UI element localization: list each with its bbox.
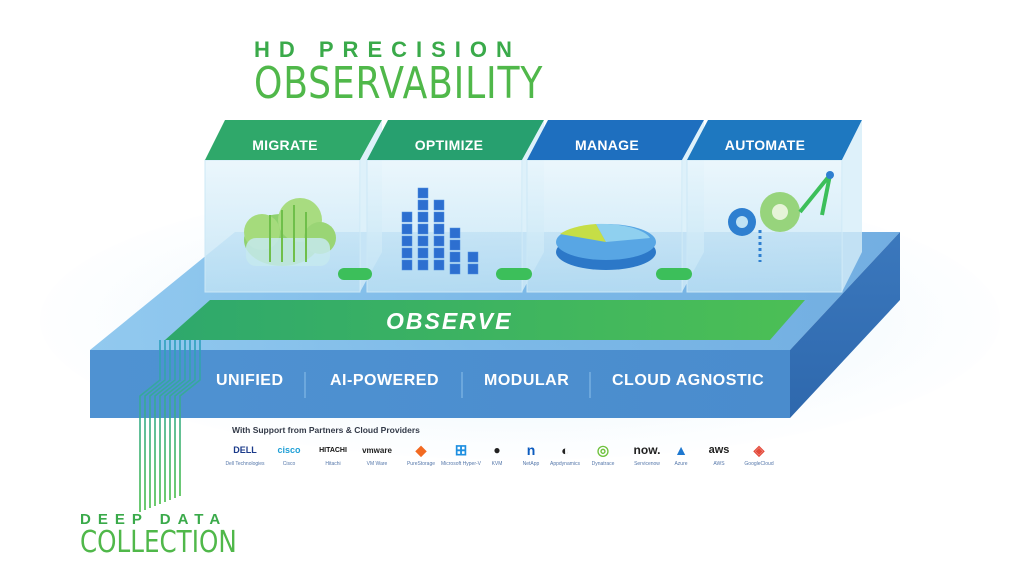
partner-hyperv: ⊞ Microsoft Hyper-V [438, 440, 484, 467]
platform-side-face [790, 232, 900, 418]
partner-servicenow: now. Servicenow [624, 440, 670, 467]
aws-logo: aws [708, 444, 730, 456]
partner-name: PureStorage [406, 461, 436, 467]
partner-googlecloud: ◈ GoogleCloud [736, 440, 782, 468]
partner-name: AWS [713, 461, 725, 467]
partner-name: Cisco [282, 461, 296, 467]
googlecloud-logo: ◈ [753, 441, 765, 458]
partner-name: NetApp [522, 461, 540, 467]
observe-label: OBSERVE [386, 308, 513, 334]
netapp-logo: n [526, 442, 536, 458]
partner-name: Microsoft Hyper-V [440, 461, 481, 467]
kvm-logo: ● [493, 443, 501, 457]
partner-name: Dell Technologies [225, 461, 265, 467]
connector-1 [338, 268, 372, 280]
partner-name: Servicenow [634, 461, 660, 467]
partner-cisco: cisco Cisco [266, 440, 312, 467]
cloud-icon [244, 198, 336, 266]
partner-name: Azure [674, 461, 688, 467]
data-wires [139, 340, 201, 512]
partner-appdynamics: ◐ Appdynamics [542, 440, 588, 468]
partner-name: Appdynamics [549, 461, 580, 467]
partner-name: KVM [491, 461, 503, 467]
azure-logo: ▲ [674, 442, 688, 458]
partner-vmware: vmware VM Ware [354, 440, 400, 468]
platform-front-face [90, 350, 790, 418]
partner-azure: ▲ Azure [658, 440, 704, 467]
collection-label: COLLECTION [80, 525, 237, 560]
partner-name: VM Ware [366, 461, 388, 467]
box-optimize [366, 120, 544, 293]
pie-chart-icon [556, 223, 656, 270]
box-label-optimize: OPTIMIZE [414, 137, 484, 153]
vmware-logo: vmware [362, 445, 392, 455]
purestorage-logo: ◆ [415, 441, 427, 458]
observe-band [165, 300, 805, 340]
dynatrace-logo: ◎ [596, 441, 610, 458]
partner-netapp: n NetApp [508, 440, 554, 467]
box-automate [686, 120, 862, 293]
partner-aws: aws AWS [696, 440, 742, 467]
feature-cloud-agnostic: CLOUD AGNOSTIC [612, 372, 765, 389]
gears-icon [728, 171, 834, 262]
feature-modular: MODULAR [484, 372, 570, 389]
partner-name: Dynatrace [591, 461, 615, 467]
servicenow-logo: now. [633, 443, 661, 457]
connector-3 [656, 268, 692, 280]
support-title: With Support from Partners & Cloud Provi… [232, 425, 420, 435]
windows-logo: ⊞ [454, 442, 468, 459]
feature-unified: UNIFIED [216, 372, 284, 389]
box-label-automate: AUTOMATE [724, 137, 806, 153]
feature-ai-powered: AI-POWERED [330, 372, 439, 389]
partner-kvm: ● KVM [474, 440, 520, 467]
hitachi-logo: HITACHI [319, 446, 347, 454]
partner-name: Hitachi [325, 461, 341, 467]
partner-dynatrace: ◎ Dynatrace [580, 440, 626, 468]
deep-data-label: DEEP DATA [80, 511, 228, 528]
partner-name: GoogleCloud [744, 461, 774, 467]
partner-logos: DELL Dell Technologies cisco Cisco HITAC… [222, 440, 782, 480]
box-label-migrate: MIGRATE [252, 137, 318, 153]
headline-hd-precision: HD PRECISION [254, 37, 521, 62]
box-label-manage: MANAGE [574, 137, 640, 153]
cube-stack-icon [401, 187, 479, 275]
appdynamics-logo: ◐ [561, 442, 569, 458]
headline: HD PRECISION OBSERVABILITY [254, 38, 607, 106]
deep-data-collection: DEEP DATA COLLECTION [80, 512, 271, 558]
partner-hitachi: HITACHI Hitachi [310, 440, 356, 468]
cisco-logo: cisco [277, 445, 301, 455]
dell-logo: DELL [233, 445, 257, 455]
headline-observability: OBSERVABILITY [254, 58, 544, 109]
partner-purestorage: ◆ PureStorage [398, 440, 444, 468]
connector-2 [496, 268, 532, 280]
partner-dell: DELL Dell Technologies [222, 440, 268, 467]
